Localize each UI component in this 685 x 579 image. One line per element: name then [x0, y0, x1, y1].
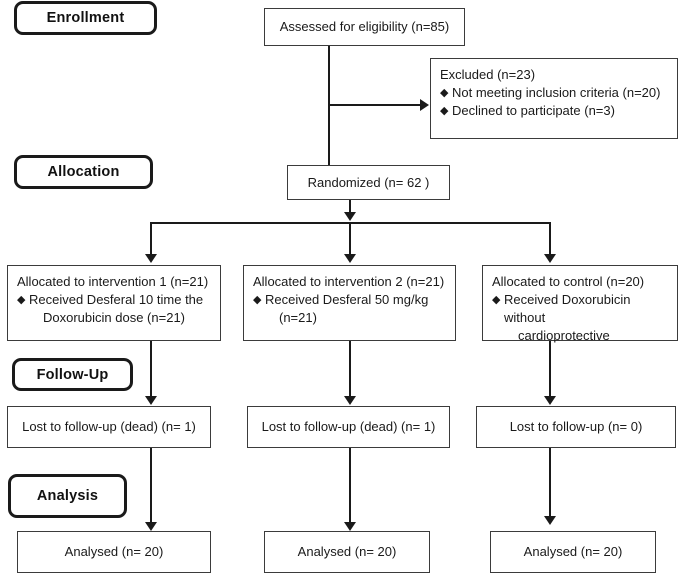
connector-alloc-to-followup-1 — [150, 341, 152, 399]
connector-followup-to-analysis-1 — [150, 448, 152, 525]
stage-label-enrollment: Enrollment — [14, 1, 157, 35]
allocation-detail-1b: Doxorubicin dose (n=21) — [43, 309, 185, 325]
arrow-down-icon-followup-2 — [344, 396, 356, 405]
stage-label-allocation: Allocation — [14, 155, 153, 189]
arrow-down-icon-analysis-2 — [344, 522, 356, 531]
allocation-heading-1: Allocated to intervention 1 (n=21) — [17, 274, 209, 289]
box-allocation-intervention-2: Allocated to intervention 2 (n=21) ◆Rece… — [243, 265, 456, 341]
assessed-text: Assessed for eligibility (n=85) — [279, 19, 450, 35]
connector-drop-arm-1 — [150, 222, 152, 256]
analysis-text-3: Analysed (n= 20) — [523, 544, 623, 560]
arrow-right-icon-excluded — [420, 99, 429, 111]
arrow-down-icon-followup-1 — [145, 396, 157, 405]
box-followup-intervention-2: Lost to follow-up (dead) (n= 1) — [247, 406, 450, 448]
allocation-heading-2: Allocated to intervention 2 (n=21) — [253, 274, 445, 289]
stage-label-analysis: Analysis — [8, 474, 127, 518]
bullet-icon: ◆ — [17, 293, 26, 306]
connector-to-excluded — [328, 104, 422, 106]
allocation-detail-2a: ◆Received Desferal 50 mg/kg — [253, 291, 429, 307]
allocation-detail-1a: ◆Received Desferal 10 time the — [17, 291, 204, 307]
bullet-icon: ◆ — [492, 293, 501, 306]
connector-drop-arm-3 — [549, 222, 551, 256]
stage-label-analysis-text: Analysis — [36, 488, 99, 504]
arrow-down-icon-analysis-1 — [145, 522, 157, 531]
box-allocation-control: Allocated to control (n=20) ◆Received Do… — [482, 265, 678, 343]
box-randomized: Randomized (n= 62 ) — [287, 165, 450, 200]
arrow-down-icon-arm-2 — [344, 254, 356, 263]
allocation-detail-3b: cardioprotective — [518, 327, 610, 343]
box-allocation-intervention-1: Allocated to intervention 1 (n=21) ◆Rece… — [7, 265, 221, 341]
box-analysis-control: Analysed (n= 20) — [490, 531, 656, 573]
connector-alloc-to-followup-2 — [349, 341, 351, 399]
connector-followup-to-analysis-3 — [549, 448, 551, 518]
followup-text-2: Lost to follow-up (dead) (n= 1) — [261, 419, 436, 435]
arrow-down-icon-analysis-3 — [544, 516, 556, 525]
allocation-detail-2b: (n=21) — [279, 309, 317, 325]
connector-alloc-to-followup-3 — [549, 341, 551, 399]
arrow-down-icon-followup-3 — [544, 396, 556, 405]
box-analysis-intervention-2: Analysed (n= 20) — [264, 531, 430, 573]
connector-assessed-to-randomized — [328, 46, 330, 170]
analysis-text-1: Analysed (n= 20) — [64, 544, 164, 560]
randomized-text: Randomized (n= 62 ) — [307, 174, 430, 190]
connector-drop-arm-2 — [349, 222, 351, 256]
excluded-heading: Excluded (n=23) — [440, 67, 536, 82]
box-followup-control: Lost to follow-up (n= 0) — [476, 406, 676, 448]
box-analysis-intervention-1: Analysed (n= 20) — [17, 531, 211, 573]
bullet-icon: ◆ — [440, 86, 449, 99]
bullet-icon: ◆ — [253, 293, 262, 306]
connector-randomized-down — [349, 200, 351, 214]
stage-label-enrollment-text: Enrollment — [46, 10, 125, 26]
box-assessed-for-eligibility: Assessed for eligibility (n=85) — [264, 8, 465, 46]
stage-label-allocation-text: Allocation — [47, 164, 120, 180]
box-excluded: Excluded (n=23) ◆Not meeting inclusion c… — [430, 58, 678, 139]
excluded-reason-2: ◆Declined to participate (n=3) — [440, 102, 615, 118]
followup-text-3: Lost to follow-up (n= 0) — [509, 419, 643, 435]
arrow-down-icon-arm-3 — [544, 254, 556, 263]
arrow-down-icon-split — [344, 212, 356, 221]
stage-label-followup: Follow-Up — [12, 358, 133, 391]
stage-label-followup-text: Follow-Up — [36, 366, 109, 383]
followup-text-1: Lost to follow-up (dead) (n= 1) — [22, 419, 196, 435]
analysis-text-2: Analysed (n= 20) — [297, 544, 397, 560]
arrow-down-icon-arm-1 — [145, 254, 157, 263]
allocation-detail-3a: ◆Received Doxorubicin without — [492, 291, 631, 325]
bullet-icon: ◆ — [440, 104, 449, 117]
connector-followup-to-analysis-2 — [349, 448, 351, 525]
allocation-heading-3: Allocated to control (n=20) — [492, 274, 645, 289]
box-followup-intervention-1: Lost to follow-up (dead) (n= 1) — [7, 406, 211, 448]
excluded-reason-1: ◆Not meeting inclusion criteria (n=20) — [440, 84, 661, 100]
